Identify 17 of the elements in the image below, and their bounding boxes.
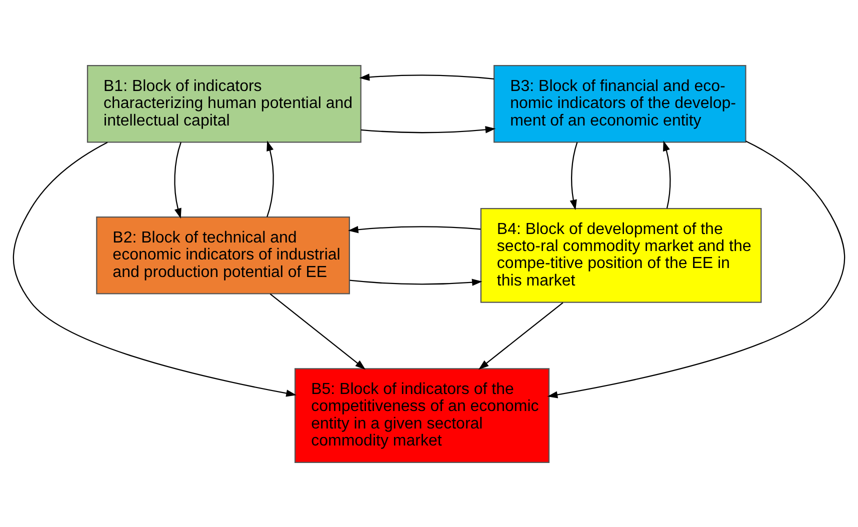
arrow (350, 278, 482, 286)
arrow (570, 142, 578, 210)
node-box: B5: Block of indicators of the competitiveness of an economic entity in a given sectoral commodity market (294, 368, 550, 462)
arrow (12, 141, 297, 396)
node-box: B1: Block of indicators characterizing human potential and intellectual capital (86, 64, 362, 142)
arrow (478, 302, 564, 370)
arrow (547, 140, 846, 398)
node-box: B2: Block of technical and economic indicators of industrial and production potential of EE (96, 216, 350, 294)
arrow (266, 140, 274, 217)
arrow (348, 226, 481, 233)
arrow (174, 142, 182, 218)
node-box: B4: Block of development of the secto-ral commodity market and the compe-titive position of the EE in this market (480, 207, 762, 302)
node-box: B3: Block of financial and eco- nomic indicators of the develop- ment of an economic entity (494, 64, 746, 142)
arrow (360, 126, 496, 133)
arrow (270, 293, 366, 370)
arrow (359, 73, 494, 80)
arrow (663, 140, 671, 208)
